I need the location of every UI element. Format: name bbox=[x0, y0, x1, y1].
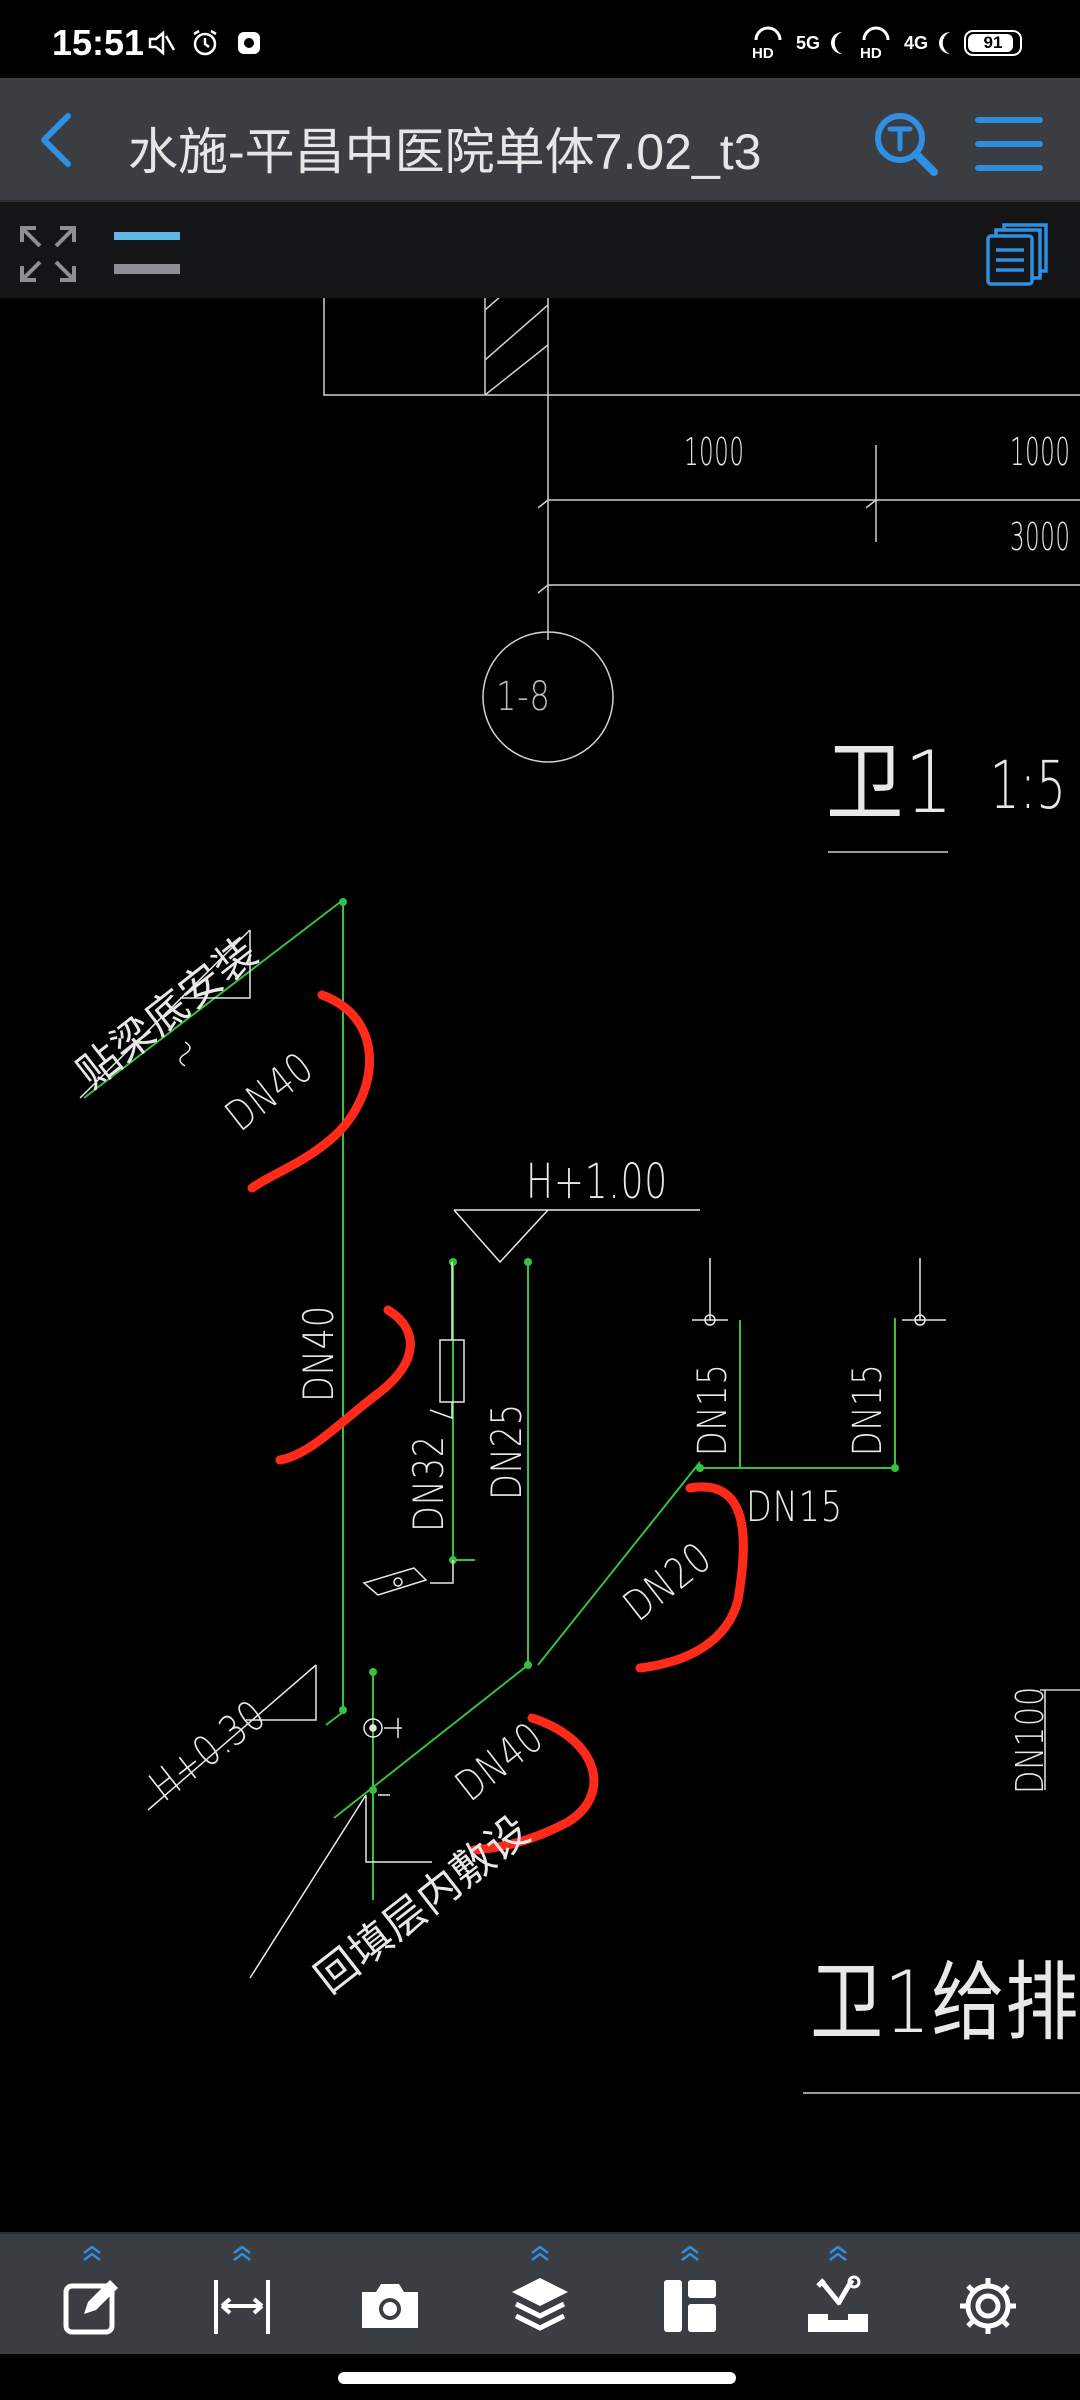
expand-up-icon bbox=[233, 2245, 251, 2261]
expand-up-icon bbox=[681, 2245, 699, 2261]
layout-button[interactable] bbox=[640, 2244, 740, 2348]
hd-icon: HD bbox=[860, 26, 890, 60]
expand-up-icon bbox=[83, 2245, 101, 2261]
document-title: 水施-平昌中医院单体7.02_t3 bbox=[128, 124, 762, 180]
settings-gear-icon bbox=[960, 2278, 1016, 2334]
gesture-handle[interactable] bbox=[338, 2372, 736, 2384]
hd-icon: HD bbox=[752, 26, 782, 60]
measure-distance-icon bbox=[214, 2280, 270, 2334]
pipe-label-dn100: DN100 bbox=[1008, 1685, 1052, 1794]
moon-icon bbox=[830, 32, 842, 54]
pipe-label-dn15-left: DN15 bbox=[690, 1363, 736, 1457]
status-bar: 15:51 HD 5G HD 4G bbox=[0, 0, 1080, 78]
text-search-icon bbox=[875, 113, 938, 176]
back-arrow-icon bbox=[41, 113, 71, 167]
layer-toggle-button[interactable] bbox=[112, 224, 184, 282]
battery-icon: 91 bbox=[964, 30, 1022, 56]
cad-drawing-canvas[interactable]: 1000 1000 3000 1-8 卫1 1:5 贴梁底安装 DN40 DN4… bbox=[0, 202, 1080, 2232]
fit-screen-icon bbox=[20, 226, 76, 282]
annotate-button[interactable] bbox=[42, 2244, 142, 2348]
pipe-label-dn25: DN25 bbox=[482, 1403, 531, 1500]
battery-fill bbox=[968, 34, 1014, 52]
drawing-bottom-title-partial: 卫1给排 bbox=[810, 1953, 1080, 2053]
status-right-icons: HD 5G HD 4G 91 bbox=[748, 26, 1022, 60]
app-notification-icon bbox=[238, 32, 260, 54]
menu-button[interactable] bbox=[970, 108, 1048, 180]
annotate-edit-icon bbox=[63, 2280, 118, 2335]
svg-text:HD: HD bbox=[752, 45, 774, 60]
toolbox-icon bbox=[808, 2275, 868, 2332]
expand-up-icon bbox=[829, 2245, 847, 2261]
app-bar: 水施-平昌中医院单体7.02_t3 bbox=[0, 78, 1080, 202]
dimension-1000-right: 1000 bbox=[1010, 430, 1071, 474]
mute-icon bbox=[148, 30, 176, 56]
dimension-3000: 3000 bbox=[1010, 515, 1071, 559]
layout-icon bbox=[664, 2280, 716, 2332]
layer-toggle-icon bbox=[114, 232, 180, 274]
expand-up-icon bbox=[531, 2245, 549, 2261]
camera-icon bbox=[362, 2284, 418, 2328]
fit-screen-button[interactable] bbox=[16, 222, 80, 286]
bottom-toolbar bbox=[0, 2232, 1080, 2354]
pipe-label-dn15-branch: DN15 bbox=[746, 1482, 843, 1531]
moon-icon bbox=[939, 32, 950, 54]
pipe-label-dn15-right: DN15 bbox=[845, 1363, 891, 1457]
layout-list-button[interactable] bbox=[984, 222, 1050, 288]
back-button[interactable] bbox=[22, 104, 94, 176]
gesture-navigation-area bbox=[0, 2354, 1080, 2400]
settings-button[interactable] bbox=[938, 2244, 1038, 2348]
screenshot-button[interactable] bbox=[340, 2244, 440, 2348]
text-search-button[interactable] bbox=[870, 108, 942, 180]
status-time: 15:51 bbox=[52, 22, 145, 63]
tools-button[interactable] bbox=[788, 2244, 888, 2348]
hamburger-menu-icon bbox=[975, 117, 1043, 171]
measure-button[interactable] bbox=[192, 2244, 292, 2348]
pipe-label-dn32: DN32 bbox=[404, 1435, 453, 1532]
view-toolbar bbox=[0, 202, 1080, 298]
detail-reference-label: 1-8 bbox=[496, 674, 551, 720]
layout-list-icon bbox=[986, 223, 1048, 286]
alarm-icon bbox=[193, 29, 217, 56]
layers-button[interactable] bbox=[490, 2244, 590, 2348]
svg-text:HD: HD bbox=[860, 45, 882, 60]
drawing-scale-partial: 1:5 bbox=[990, 747, 1067, 824]
drawing-title-partial: 卫1 bbox=[826, 733, 955, 833]
cad-drawing-geometry bbox=[79, 202, 1080, 2094]
battery-percentage: 91 bbox=[983, 33, 1003, 52]
dimension-1000-left: 1000 bbox=[684, 430, 745, 474]
network-type-1: 5G bbox=[795, 33, 820, 53]
network-type-2: 4G bbox=[903, 33, 928, 53]
status-left-icons bbox=[146, 28, 264, 58]
layers-icon bbox=[512, 2278, 568, 2331]
pipe-label-dn40-vertical: DN40 bbox=[294, 1305, 343, 1402]
elevation-label-top: H+1.00 bbox=[526, 1154, 668, 1210]
